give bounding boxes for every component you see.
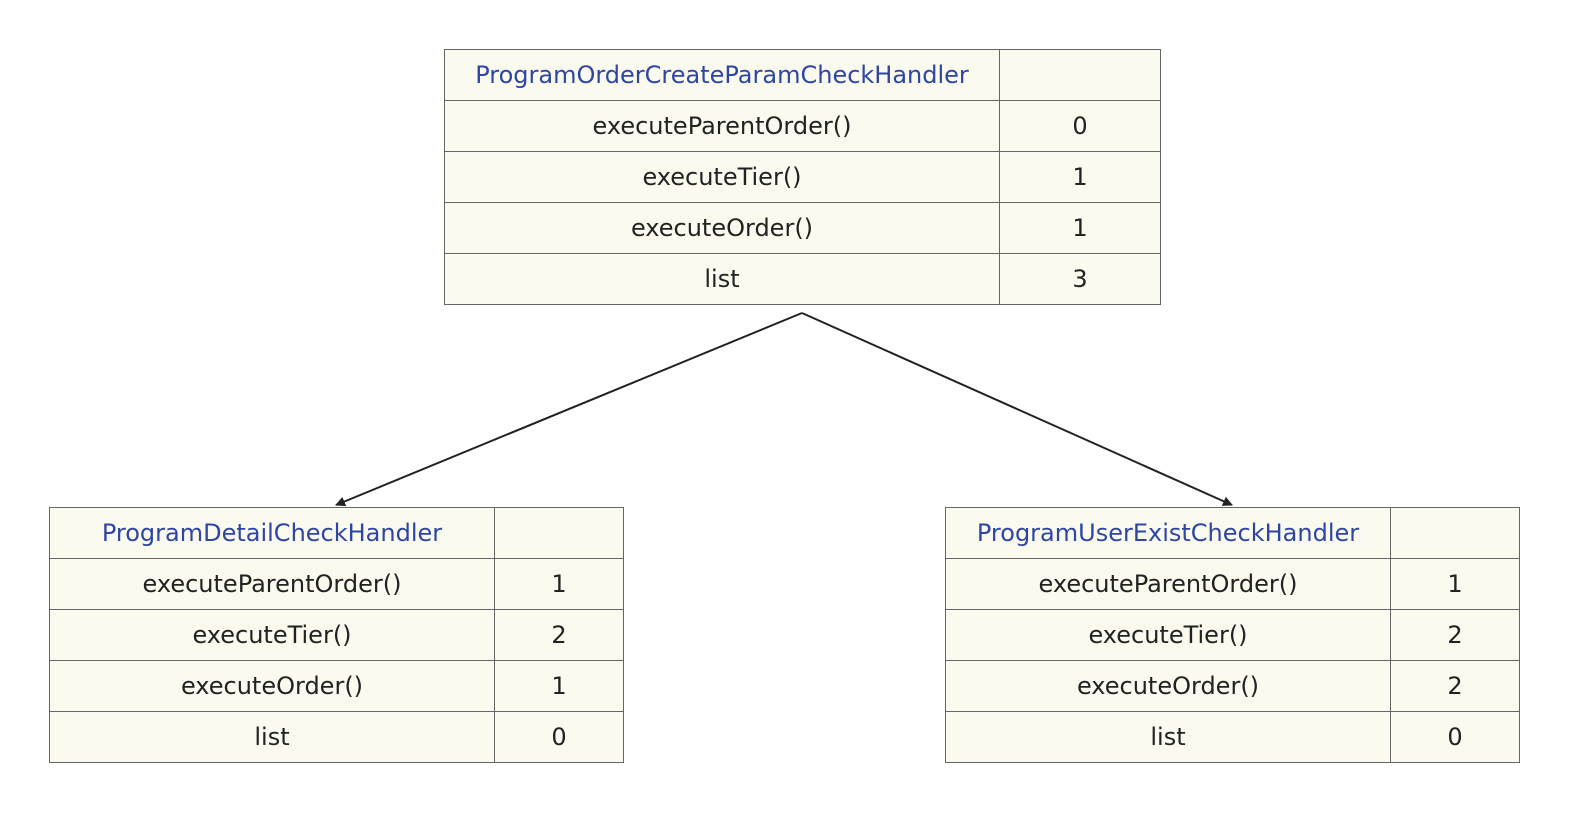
row-value: 0 <box>1390 711 1520 763</box>
row-label: executeTier() <box>444 151 1000 203</box>
row-value: 1 <box>999 151 1161 203</box>
edge-root-to-left <box>335 312 803 507</box>
row-value: 0 <box>494 711 624 763</box>
row-label: executeParentOrder() <box>444 100 1000 152</box>
row-value: 2 <box>494 609 624 661</box>
row-value: 1 <box>494 558 624 610</box>
node-row: executeParentOrder() 1 <box>49 558 624 610</box>
node-title: ProgramUserExistCheckHandler <box>945 507 1391 559</box>
row-label: executeOrder() <box>945 660 1391 712</box>
node-row: list 3 <box>444 253 1161 305</box>
row-value: 3 <box>999 253 1161 305</box>
node-row: executeOrder() 1 <box>444 202 1161 254</box>
row-label: executeTier() <box>945 609 1391 661</box>
node-row: list 0 <box>49 711 624 763</box>
node-header-row: ProgramOrderCreateParamCheckHandler <box>444 49 1161 101</box>
row-value: 1 <box>1390 558 1520 610</box>
row-label: executeOrder() <box>444 202 1000 254</box>
row-label: executeParentOrder() <box>945 558 1391 610</box>
row-label: executeTier() <box>49 609 495 661</box>
row-value: 1 <box>494 660 624 712</box>
row-label: list <box>444 253 1000 305</box>
node-row: executeParentOrder() 0 <box>444 100 1161 152</box>
row-value: 1 <box>999 202 1161 254</box>
node-row: executeTier() 2 <box>49 609 624 661</box>
row-value: 0 <box>999 100 1161 152</box>
node-header-row: ProgramDetailCheckHandler <box>49 507 624 559</box>
row-label: list <box>49 711 495 763</box>
node-header-row: ProgramUserExistCheckHandler <box>945 507 1520 559</box>
node-row: executeTier() 2 <box>945 609 1520 661</box>
node-title: ProgramOrderCreateParamCheckHandler <box>444 49 1000 101</box>
node-row: executeParentOrder() 1 <box>945 558 1520 610</box>
node-row: executeOrder() 2 <box>945 660 1520 712</box>
node-program-detail-check-handler: ProgramDetailCheckHandler executeParentO… <box>49 507 624 763</box>
node-program-order-create-param-check-handler: ProgramOrderCreateParamCheckHandler exec… <box>444 49 1161 305</box>
node-row: executeTier() 1 <box>444 151 1161 203</box>
row-label: executeParentOrder() <box>49 558 495 610</box>
node-program-user-exist-check-handler: ProgramUserExistCheckHandler executePare… <box>945 507 1520 763</box>
node-row: list 0 <box>945 711 1520 763</box>
node-header-empty-cell <box>1390 507 1520 559</box>
node-row: executeOrder() 1 <box>49 660 624 712</box>
node-header-empty-cell <box>494 507 624 559</box>
edge-root-to-right <box>801 312 1233 506</box>
node-title: ProgramDetailCheckHandler <box>49 507 495 559</box>
row-value: 2 <box>1390 609 1520 661</box>
row-label: executeOrder() <box>49 660 495 712</box>
row-label: list <box>945 711 1391 763</box>
node-header-empty-cell <box>999 49 1161 101</box>
row-value: 2 <box>1390 660 1520 712</box>
